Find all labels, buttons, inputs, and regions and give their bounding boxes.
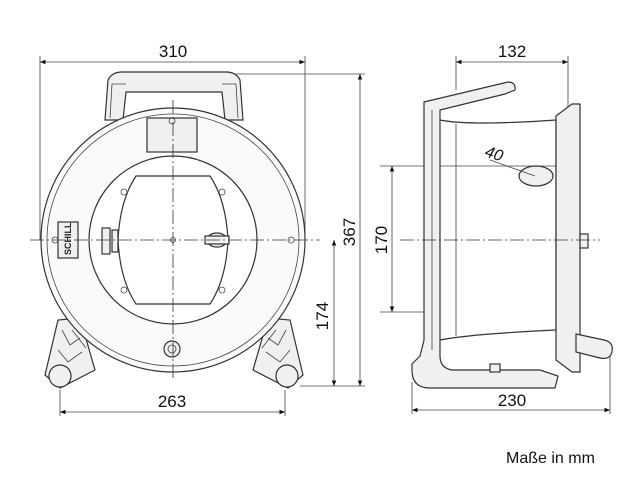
- plate-screw-2: [218, 188, 226, 196]
- dim-label-side-depth-bottom: 230: [498, 391, 526, 410]
- dim-label-handle-size: 40: [483, 144, 505, 166]
- front-view: SCHILL 310 367 174 263: [30, 42, 365, 416]
- dim-label-side-depth-top: 132: [498, 42, 526, 61]
- top-socket-box: [146, 117, 198, 153]
- leader-40: [489, 159, 536, 177]
- side-view: 132 170 230 40: [372, 42, 613, 414]
- rear-hub: [579, 233, 589, 249]
- foot-left-ribs: [57, 329, 87, 363]
- center-panel: [117, 175, 229, 305]
- dim-label-front-width: 310: [159, 42, 187, 61]
- cable-grommet-inner: [167, 344, 177, 354]
- cable-grommet: [163, 340, 181, 358]
- foot-right-wheel: [275, 364, 299, 388]
- crank-handle: [575, 333, 613, 359]
- plate-screw-1: [120, 188, 128, 196]
- dim-label-drum-height: 170: [372, 226, 391, 254]
- dim-label-front-height: 367: [340, 218, 359, 246]
- rear-disc: [555, 103, 581, 373]
- plate-screw-3: [120, 286, 128, 294]
- logo-text: SCHILL: [63, 222, 73, 255]
- plug-symbol-b: [111, 229, 119, 253]
- units-note: Maße in mm: [506, 450, 595, 467]
- dim-label-foot-span: 263: [158, 392, 186, 411]
- frame-foot-block: [489, 363, 501, 373]
- carry-handle: [104, 71, 244, 121]
- plate-screw-4: [218, 286, 226, 294]
- top-socket-screw: [168, 117, 176, 125]
- plug-symbol-a: [101, 227, 111, 255]
- foot-left-wheel: [48, 364, 72, 388]
- side-frame: [411, 81, 559, 389]
- dim-label-axis-height: 174: [313, 302, 332, 330]
- side-socket-cover: [518, 165, 554, 187]
- handle-detail: [109, 83, 239, 119]
- foot-right-ribs: [261, 329, 291, 363]
